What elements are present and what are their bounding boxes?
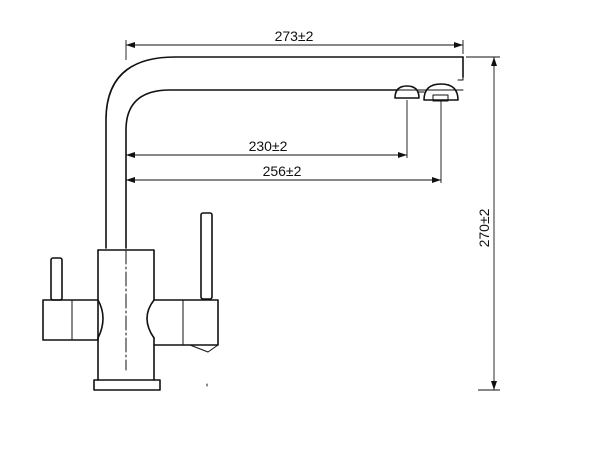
dimension-label-outlet-2-reach: 256±2 bbox=[263, 163, 302, 179]
dimension-outlet-2-reach: 256±2 bbox=[126, 101, 442, 183]
dimension-outlet-1-reach: 230±2 bbox=[126, 100, 408, 158]
faucet-body bbox=[93, 249, 161, 391]
dimension-spout-reach: 273±2 bbox=[125, 28, 464, 60]
left-handle bbox=[42, 257, 99, 341]
spout bbox=[105, 56, 464, 249]
dimension-total-height: 270±2 bbox=[466, 56, 500, 391]
right-handle bbox=[153, 212, 219, 353]
dimension-label-outlet-1-reach: 230±2 bbox=[249, 138, 288, 154]
outlet-nozzle-1 bbox=[394, 85, 420, 99]
outlet-nozzle-2 bbox=[418, 76, 464, 102]
dimension-label-spout-reach: 273±2 bbox=[275, 28, 314, 44]
dimension-label-total-height: 270±2 bbox=[476, 208, 492, 247]
